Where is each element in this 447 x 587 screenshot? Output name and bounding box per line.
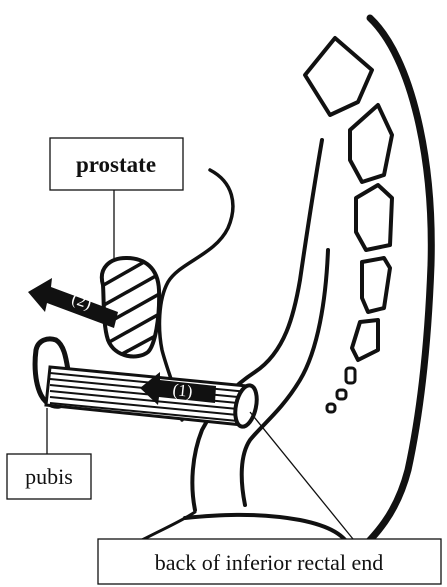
pubis-label: pubis [7, 454, 91, 499]
marker-1-text: (1) [172, 380, 194, 401]
rectal-end-label-text: back of inferior rectal end [155, 550, 383, 575]
prostate-label-text: prostate [76, 152, 156, 177]
sacral-vertebrae [305, 38, 392, 412]
prostate-label: prostate [50, 138, 183, 190]
muscle-band [46, 367, 248, 425]
rectal-end-label: back of inferior rectal end [98, 539, 441, 584]
perineal-line [142, 512, 195, 540]
pubis-label-text: pubis [25, 464, 73, 489]
rectal-wall [192, 140, 322, 510]
rectal-posterior-wall [242, 250, 328, 505]
